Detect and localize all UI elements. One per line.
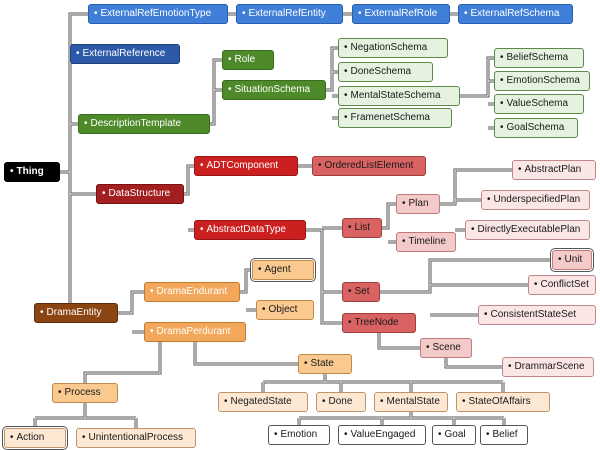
node-process[interactable]: •Process <box>52 383 118 403</box>
node-goal[interactable]: •Goal <box>432 425 476 445</box>
node-framenet-schema[interactable]: •FramenetSchema <box>338 108 452 128</box>
node-external-ref-entity[interactable]: •ExternalRefEntity <box>236 4 343 24</box>
node-action[interactable]: •Action <box>4 428 66 448</box>
node-agent[interactable]: •Agent <box>252 260 314 280</box>
edge-outline-38 <box>193 342 298 366</box>
node-done[interactable]: •Done <box>316 392 366 412</box>
edge-32 <box>445 358 502 368</box>
node-external-ref-emotion-type[interactable]: •ExternalRefEmotionType <box>88 4 228 24</box>
node-set[interactable]: •Set <box>342 282 380 302</box>
edge-16 <box>60 171 96 195</box>
edge-8 <box>326 47 338 91</box>
edge-17 <box>184 165 194 195</box>
edge-outline-16 <box>60 170 96 196</box>
node-list[interactable]: •List <box>342 218 382 238</box>
edge-38 <box>194 342 298 365</box>
node-role[interactable]: •Role <box>222 50 274 70</box>
edge-23 <box>382 203 396 229</box>
node-unit[interactable]: •Unit <box>552 250 592 270</box>
node-directly-executable-plan[interactable]: •DirectlyExecutablePlan <box>465 220 590 240</box>
edge-outline-51 <box>83 342 162 383</box>
node-goal-schema[interactable]: •GoalSchema <box>494 118 578 138</box>
node-situation-schema[interactable]: •SituationSchema <box>222 80 326 100</box>
node-state[interactable]: •State <box>298 354 352 374</box>
edge-outline-33 <box>34 170 72 315</box>
node-drama-endurant[interactable]: •DramaEndurant <box>144 282 240 302</box>
node-tree-node[interactable]: •TreeNode <box>342 313 416 333</box>
node-drammar-scene[interactable]: •DrammarScene <box>502 357 594 377</box>
edge-34 <box>118 291 144 314</box>
node-state-of-affairs[interactable]: •StateOfAffairs <box>456 392 550 412</box>
edge-outline-5 <box>60 122 78 174</box>
node-conflict-set[interactable]: •ConflictSet <box>528 275 596 295</box>
edge-outline-34 <box>118 290 144 315</box>
node-done-schema[interactable]: •DoneSchema <box>338 62 433 82</box>
edge-outline-31 <box>377 333 420 350</box>
node-value-schema[interactable]: •ValueSchema <box>494 94 584 114</box>
edge-outline-23 <box>382 202 396 230</box>
edge-outline-17 <box>184 164 194 196</box>
node-mental-state-schema[interactable]: •MentalStateSchema <box>338 86 460 106</box>
node-negated-state[interactable]: •NegatedState <box>218 392 308 412</box>
edge-31 <box>378 333 420 349</box>
edge-outline-28 <box>380 258 552 294</box>
node-negation-schema[interactable]: •NegationSchema <box>338 38 448 58</box>
edge-20 <box>306 229 342 324</box>
edge-outline-12 <box>460 56 494 98</box>
edge-outline-32 <box>444 358 502 369</box>
node-abstract-data-type[interactable]: •AbstractDataType <box>194 220 306 240</box>
node-belief-schema[interactable]: •BeliefSchema <box>494 48 584 68</box>
node-drama-perdurant[interactable]: •DramaPerdurant <box>144 322 246 342</box>
node-object[interactable]: •Object <box>256 300 314 320</box>
edge-36 <box>240 269 252 293</box>
node-emotion-schema[interactable]: •EmotionSchema <box>494 71 590 91</box>
edge-51 <box>84 342 161 383</box>
node-thing[interactable]: •Thing <box>4 162 60 182</box>
edge-33 <box>34 171 71 314</box>
node-timeline[interactable]: •Timeline <box>396 232 456 252</box>
node-external-reference[interactable]: •ExternalReference <box>70 44 180 64</box>
edge-25 <box>440 169 512 205</box>
node-value-engaged[interactable]: •ValueEngaged <box>338 425 426 445</box>
node-plan[interactable]: •Plan <box>396 194 440 214</box>
node-belief[interactable]: •Belief <box>480 425 528 445</box>
node-adt-component[interactable]: •ADTComponent <box>194 156 298 176</box>
edge-12 <box>460 57 494 97</box>
node-mental-state[interactable]: •MentalState <box>374 392 448 412</box>
edge-6 <box>210 59 222 125</box>
node-consistent-state-set[interactable]: •ConsistentStateSet <box>478 305 596 325</box>
node-data-structure[interactable]: •DataStructure <box>96 184 184 204</box>
node-drama-entity[interactable]: •DramaEntity <box>34 303 118 323</box>
node-abstract-plan[interactable]: •AbstractPlan <box>512 160 596 180</box>
node-external-ref-schema[interactable]: •ExternalRefSchema <box>458 4 573 24</box>
edge-outline-6 <box>210 58 222 126</box>
node-scene[interactable]: •Scene <box>420 338 472 358</box>
node-emotion[interactable]: •Emotion <box>268 425 330 445</box>
node-underspecified-plan[interactable]: •UnderspecifiedPlan <box>481 190 590 210</box>
node-ordered-list-element[interactable]: •OrderedListElement <box>312 156 426 176</box>
edge-28 <box>380 259 552 293</box>
node-unintentional-process[interactable]: •UnintentionalProcess <box>76 428 196 448</box>
node-external-ref-role[interactable]: •ExternalRefRole <box>352 4 450 24</box>
node-description-template[interactable]: •DescriptionTemplate <box>78 114 210 134</box>
